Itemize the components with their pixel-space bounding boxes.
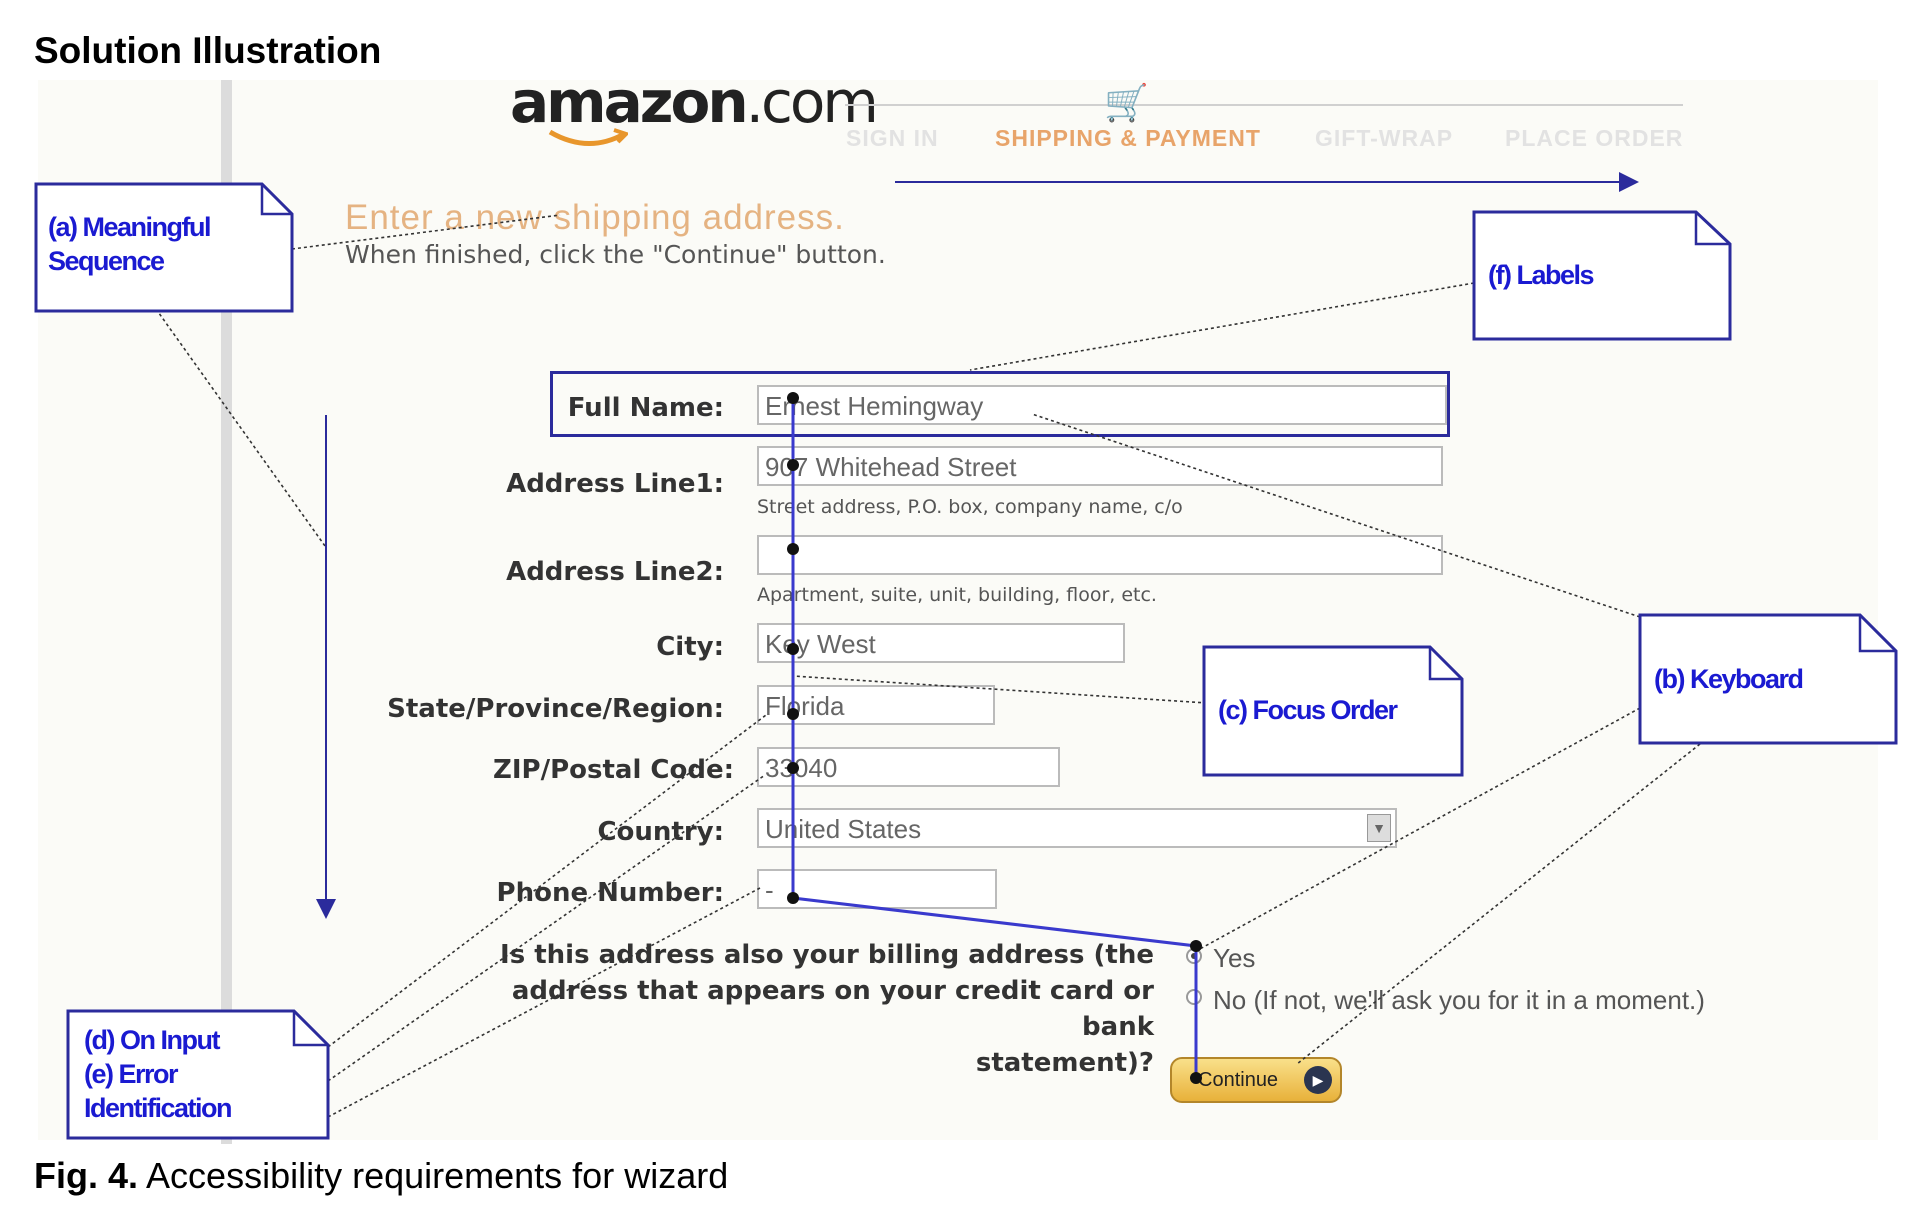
note-de-shape [66, 1009, 330, 1140]
pointer-line-f [969, 282, 1475, 371]
step-place-order[interactable]: PLACE ORDER [1505, 125, 1684, 151]
step-gift-wrap[interactable]: GIFT-WRAP [1315, 125, 1454, 151]
arrow-circle-icon: ▶ [1304, 1066, 1332, 1094]
full-name-label: Full Name: [567, 393, 724, 423]
amazon-logo: amazon.com [510, 68, 879, 136]
page-divider [221, 80, 232, 1144]
focus-point-zip [787, 762, 799, 774]
country-label: Country: [597, 817, 724, 847]
note-f-text: (f) Labels [1488, 260, 1595, 290]
focus-point-continue [1190, 1072, 1202, 1084]
address-line2-hint: Apartment, suite, unit, building, floor,… [757, 584, 1157, 606]
note-b-shape [1638, 613, 1898, 745]
caption-label: Fig. 4. [34, 1155, 139, 1196]
logo-name: amazon [510, 68, 749, 136]
shopping-cart-icon: 🛒 [1104, 82, 1149, 123]
address-line2-input[interactable] [757, 535, 1443, 575]
progress-line [845, 104, 1683, 106]
pointer-line-b-field [1031, 413, 1641, 618]
pointer-line-a-arrow [155, 308, 326, 547]
billing-question: Is this address also your billing addres… [454, 937, 1154, 1081]
note-b-text: (b) Keyboard [1654, 664, 1804, 694]
note-a-shape [34, 182, 294, 313]
billing-yes-label[interactable]: Yes [1213, 943, 1256, 973]
figure-caption: Fig. 4. Accessibility requirements for w… [34, 1155, 728, 1197]
continue-button[interactable]: Continue ▶ [1170, 1057, 1342, 1103]
note-f-shape [1472, 210, 1732, 341]
pointer-line-e-phone [327, 887, 761, 1118]
full-name-input[interactable]: Ernest Hemingway [757, 385, 1447, 425]
chevron-down-icon[interactable]: ▼ [1367, 814, 1391, 842]
note-de-text: (d) On Input (e) Error Identification [84, 1023, 233, 1125]
focus-order-path [791, 398, 1198, 1078]
city-input[interactable]: Key West [757, 623, 1125, 663]
continue-label: Continue [1198, 1069, 1279, 1091]
step-shipping-payment[interactable]: SHIPPING & PAYMENT [995, 125, 1261, 151]
note-d-line: (d) On Input [84, 1025, 220, 1055]
address-line1-label: Address Line1: [506, 469, 724, 499]
form-title: Enter a new shipping address. [345, 198, 845, 237]
address-line1-input[interactable]: 907 Whitehead Street [757, 446, 1443, 486]
note-e-line2: Identification [84, 1093, 233, 1123]
focus-point-state [787, 708, 799, 720]
billing-question-line3: statement)? [975, 1048, 1154, 1078]
step-sign-in[interactable]: SIGN IN [846, 125, 939, 151]
pointer-line-d-state [327, 714, 767, 1048]
zip-input[interactable]: 33040 [757, 747, 1060, 787]
note-c-text: (c) Focus Order [1218, 695, 1398, 725]
billing-question-line1: Is this address also your billing addres… [500, 940, 1154, 970]
caption-text: Accessibility requirements for wizard [146, 1155, 729, 1196]
focus-point-city [787, 643, 799, 655]
pointer-line-a [291, 214, 561, 250]
focus-point-address2 [787, 543, 799, 555]
form-subtitle: When finished, click the "Continue" butt… [345, 240, 886, 269]
logo-suffix: .com [745, 68, 879, 136]
country-select[interactable]: United States ▼ [757, 808, 1397, 848]
billing-no-radio[interactable] [1186, 989, 1202, 1005]
address-line2-label: Address Line2: [506, 557, 724, 587]
figure-heading: Solution Illustration [34, 30, 382, 71]
focus-point-yes [1190, 940, 1202, 952]
focus-point-phone [787, 892, 799, 904]
city-label: City: [656, 632, 724, 662]
note-c-shape [1202, 645, 1464, 777]
note-a-text: (a) Meaningful Sequence [48, 210, 212, 278]
address-line1-hint: Street address, P.O. box, company name, … [757, 496, 1183, 518]
pointer-line-c [792, 675, 1208, 704]
billing-question-line2: address that appears on your credit card… [511, 976, 1154, 1042]
focus-point-address1 [787, 459, 799, 471]
amazon-smile-icon [548, 128, 628, 146]
note-e-line1: (e) Error [84, 1059, 179, 1089]
pointer-line-e-zip [327, 774, 766, 1082]
pointer-line-b-button [1296, 743, 1701, 1065]
state-label: State/Province/Region: [387, 694, 724, 724]
labels-highlight-box [550, 371, 1450, 437]
note-a-line1: (a) Meaningful [48, 212, 212, 242]
focus-point-full-name [787, 392, 799, 404]
billing-no-label[interactable]: No (If not, we'll ask you for it in a mo… [1213, 985, 1705, 1015]
country-value: United States [765, 814, 922, 844]
note-a-line2: Sequence [48, 246, 165, 276]
